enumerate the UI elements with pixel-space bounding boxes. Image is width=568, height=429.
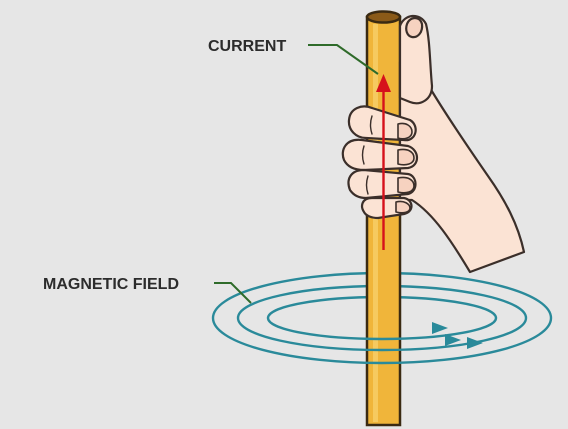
field-line-outer-front [211, 317, 553, 365]
fingernails [395, 122, 415, 214]
right-hand [341, 14, 526, 274]
middle-fingernail [397, 148, 415, 166]
current-arrow [376, 74, 391, 250]
current-arrowhead [376, 74, 391, 92]
field-direction-arrows [432, 322, 483, 349]
thumbnail [405, 16, 424, 39]
index-fingernail [397, 122, 413, 140]
magnetic-field-leader-line [214, 282, 252, 304]
magnetic-field-lines-front [211, 317, 553, 365]
field-arrow-outer [467, 337, 483, 349]
crease-1 [369, 115, 373, 135]
hand-thumb [398, 14, 434, 105]
field-line-inner-front [266, 317, 498, 341]
field-arrow-middle [445, 334, 461, 346]
ring-fingernail [397, 176, 415, 194]
leader-lines [214, 44, 379, 304]
rod-highlight [373, 24, 378, 422]
field-line-middle-front [236, 317, 528, 352]
crease-3 [365, 175, 369, 195]
knuckle-creases [361, 115, 373, 195]
current-label: CURRENT [208, 38, 286, 55]
crease-2 [361, 145, 365, 165]
little-fingernail [395, 200, 411, 214]
rod-top-cap [365, 10, 402, 24]
field-arrow-inner [432, 322, 448, 334]
magnetic-field-label: MAGNETIC FIELD [43, 276, 179, 293]
current-leader-line [308, 44, 379, 75]
